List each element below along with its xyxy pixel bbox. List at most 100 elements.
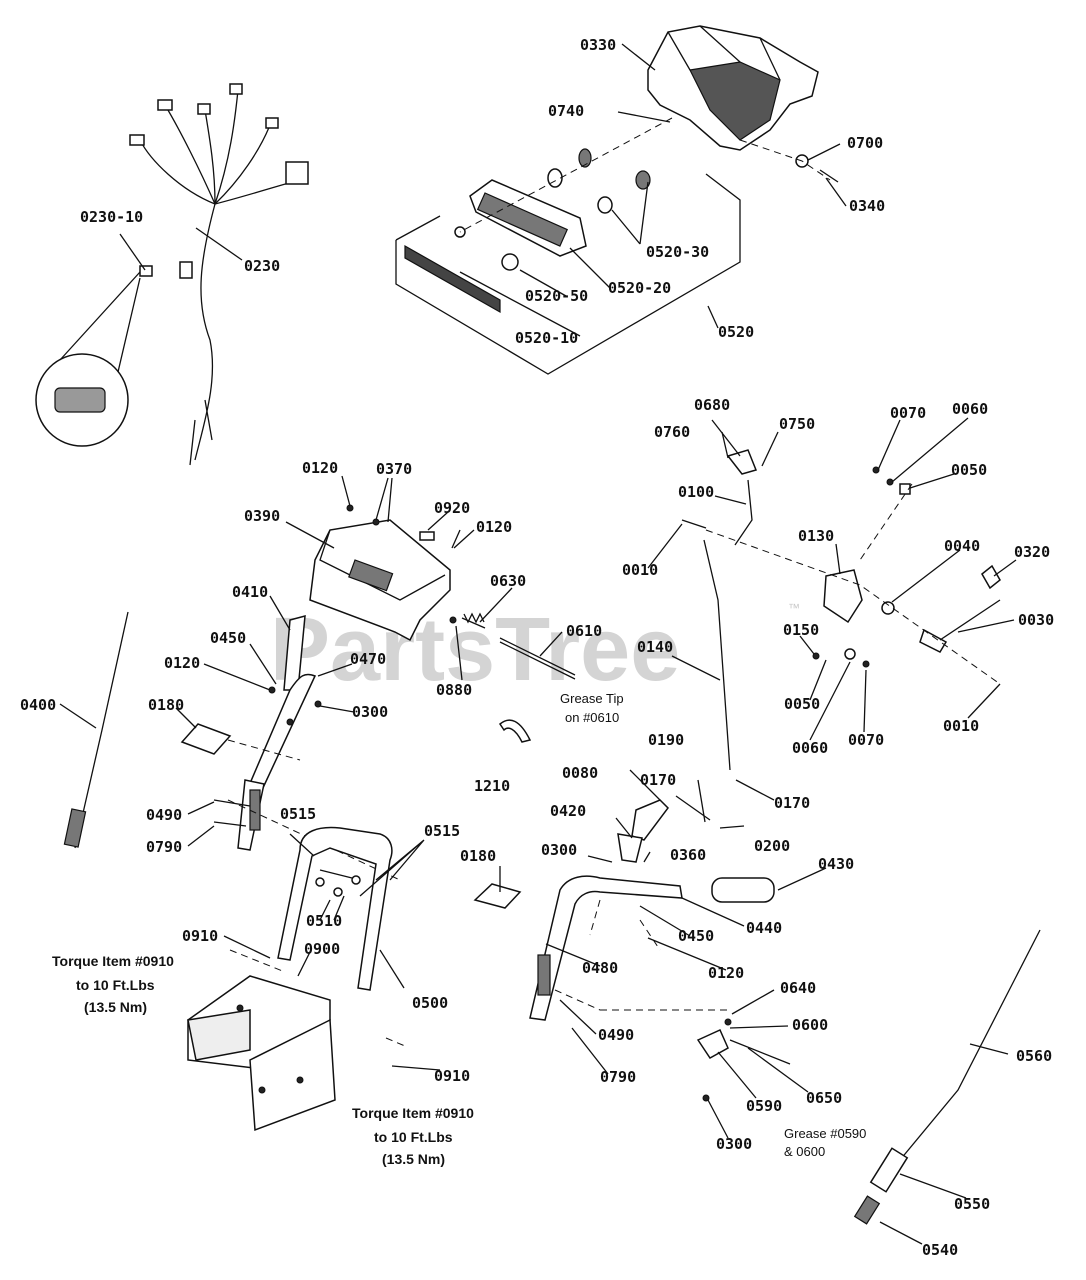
mounting-plates-part — [187, 975, 336, 1132]
part-label: 0010 — [943, 717, 979, 735]
svg-text:Grease Tip: Grease Tip — [560, 691, 624, 706]
part-label: 0100 — [678, 483, 714, 501]
part-label: 0790 — [600, 1068, 636, 1086]
part-label: 0540 — [922, 1241, 958, 1259]
watermark-trademark: ™ — [788, 601, 800, 615]
watermark: PartsTree — [270, 600, 680, 700]
shift-rod-0080-part — [617, 799, 669, 863]
part-label: 0490 — [598, 1026, 634, 1044]
part-label: 0750 — [779, 415, 815, 433]
fuse-detail-circle — [35, 271, 141, 447]
part-label: 0340 — [849, 197, 885, 215]
part-label: 0650 — [806, 1089, 842, 1107]
part-label: 0880 — [436, 681, 472, 699]
part-number-labels: 0330 0740 0700 0340 0520-30 0520-20 0520… — [20, 36, 1054, 1259]
part-label: 0520-30 — [646, 243, 709, 261]
part-label: 0370 — [376, 460, 412, 478]
part-label: 0200 — [754, 837, 790, 855]
part-label: 0150 — [783, 621, 819, 639]
part-label: 0400 — [20, 696, 56, 714]
grease-0590-note: Grease #0590 & 0600 — [784, 1126, 866, 1159]
part-label: 0520-50 — [525, 287, 588, 305]
dash-bracket-part — [309, 504, 461, 642]
part-label: 0640 — [780, 979, 816, 997]
part-label: 0040 — [944, 537, 980, 555]
part-label: 0900 — [304, 940, 340, 958]
part-label: 0630 — [490, 572, 526, 590]
right-upper-handle-part — [529, 875, 775, 1021]
torque-note-left: Torque Item #0910 to 10 Ft.Lbs (13.5 Nm) — [52, 953, 174, 1015]
svg-text:to 10 Ft.Lbs: to 10 Ft.Lbs — [374, 1129, 453, 1145]
part-label: 0050 — [951, 461, 987, 479]
part-label: 0700 — [847, 134, 883, 152]
part-label: 0490 — [146, 806, 182, 824]
grease-tip-note: Grease Tip on #0610 — [560, 691, 624, 725]
decal-kit-part — [395, 173, 741, 375]
part-label: 0440 — [746, 919, 782, 937]
part-label: 0170 — [774, 794, 810, 812]
part-label: 0790 — [146, 838, 182, 856]
part-label: 0060 — [952, 400, 988, 418]
part-label: 0130 — [798, 527, 834, 545]
part-label: 0500 — [412, 994, 448, 1012]
svg-text:Torque Item #0910: Torque Item #0910 — [352, 1105, 474, 1121]
wire-harness-part — [129, 83, 309, 466]
bracket-1210-part — [498, 719, 532, 743]
part-label: 0120 — [302, 459, 338, 477]
part-label: 0740 — [548, 102, 584, 120]
part-label: 1210 — [474, 777, 510, 795]
part-label: 0120 — [476, 518, 512, 536]
part-label: 0070 — [890, 404, 926, 422]
bracket-0590-part — [696, 1018, 791, 1102]
part-label: 0190 — [648, 731, 684, 749]
part-label: 0520-20 — [608, 279, 671, 297]
part-label: 0470 — [350, 650, 386, 668]
part-label: 0590 — [746, 1097, 782, 1115]
part-label: 0560 — [1016, 1047, 1052, 1065]
svg-text:& 0600: & 0600 — [784, 1144, 825, 1159]
part-label: 0180 — [148, 696, 184, 714]
part-label: 0910 — [434, 1067, 470, 1085]
torque-note-bottom: Torque Item #0910 to 10 Ft.Lbs (13.5 Nm) — [352, 1105, 474, 1167]
leader-lines — [59, 43, 1017, 1245]
svg-text:(13.5 Nm): (13.5 Nm) — [382, 1151, 445, 1167]
part-label: 0060 — [792, 739, 828, 757]
part-label: 0390 — [244, 507, 280, 525]
part-label: 0680 — [694, 396, 730, 414]
part-label: 0480 — [582, 959, 618, 977]
part-label: 0760 — [654, 423, 690, 441]
part-label: 0050 — [784, 695, 820, 713]
part-label: 0080 — [562, 764, 598, 782]
part-label: 0170 — [640, 771, 676, 789]
right-cable-0560-part — [853, 929, 1041, 1225]
part-label: 0515 — [280, 805, 316, 823]
shift-lever-part — [681, 449, 1001, 771]
spring-rod-part — [449, 612, 576, 680]
part-label: 0410 — [232, 583, 268, 601]
svg-text:(13.5 Nm): (13.5 Nm) — [84, 999, 147, 1015]
part-label: 0300 — [541, 841, 577, 859]
left-cable-0400-part — [63, 611, 129, 849]
part-label: 0610 — [566, 622, 602, 640]
part-label: 0515 — [424, 822, 460, 840]
part-label: 0330 — [580, 36, 616, 54]
console-cover-part — [647, 25, 819, 151]
part-label: 0420 — [550, 802, 586, 820]
part-label: 0450 — [678, 927, 714, 945]
part-label: 0010 — [622, 561, 658, 579]
part-label: 0520-10 — [515, 329, 578, 347]
part-label: 0910 — [182, 927, 218, 945]
right-cable-clip-part — [473, 883, 522, 909]
part-label: 0180 — [460, 847, 496, 865]
part-label: 0600 — [792, 1016, 828, 1034]
part-label: 0510 — [306, 912, 342, 930]
part-label: 0920 — [434, 499, 470, 517]
left-bolts-part — [213, 686, 322, 827]
part-label: 0430 — [818, 855, 854, 873]
part-label: 0450 — [210, 629, 246, 647]
control-panel-part — [454, 148, 839, 271]
left-upper-handle-part — [237, 614, 317, 851]
left-cable-clip-part — [180, 723, 232, 755]
part-label: 0320 — [1014, 543, 1050, 561]
